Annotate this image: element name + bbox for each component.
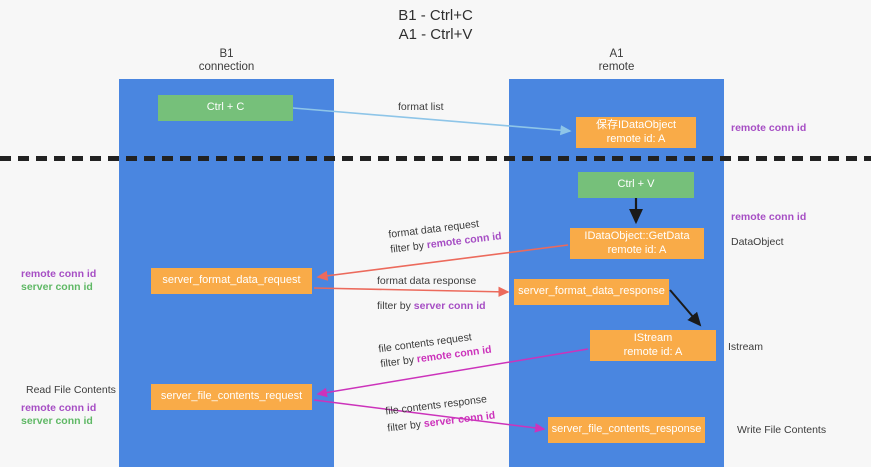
node-ctrl-c[interactable]: Ctrl + C [158,95,293,121]
label-format-list: format list [398,101,444,113]
filter-prefix: filter by [377,300,414,312]
label-remote-conn-id-top: remote conn id [731,122,807,134]
phase-divider [0,156,871,161]
label-left-server-conn-id-bottom: server conn id [21,415,93,427]
filter-key-server-conn-id: server conn id [413,300,486,312]
node-idataobject-getdata-label: IDataObject::GetData [584,230,690,242]
message-format-data-response-filter: filter by server conn id [377,299,486,313]
node-istream-sub: remote id: A [623,345,683,358]
node-ctrl-v[interactable]: Ctrl + V [578,172,694,198]
node-server-format-data-request[interactable]: server_format_data_request [151,268,312,294]
label-istream-side: Istream [728,341,764,353]
node-server-file-contents-request-label: server_file_contents_request [160,390,303,403]
lane-header-b1-name: B1 [219,48,234,60]
filter-prefix: filter by [386,418,425,435]
label-left-remote-conn-id-mid: remote conn id [21,268,97,280]
node-istream[interactable]: IStream remote id: A [590,330,716,361]
label-left-remote-conn-id-bottom: remote conn id [21,402,97,414]
title-line-2: A1 - Ctrl+V [398,26,473,43]
node-idataobject-sub: remote id: A [606,132,666,145]
node-idataobject-getdata-sub: remote id: A [607,243,667,256]
node-ctrl-v-label: Ctrl + V [617,178,655,191]
label-remote-conn-id-mid: remote conn id [731,211,807,223]
label-left-server-conn-id-mid: server conn id [21,281,93,293]
lane-header-b1-role: connection [198,61,255,73]
message-file-contents-response: file contents response filter by server … [385,392,497,436]
lane-header-a1: A1 remote [509,48,724,74]
node-server-file-contents-response-label: server_file_contents_response [551,423,702,436]
filter-prefix: filter by [389,239,428,256]
lane-header-b1: B1 connection [119,48,334,74]
page-title: B1 - Ctrl+C A1 - Ctrl+V [0,6,871,44]
message-format-data-response: format data response filter by server co… [377,274,486,313]
node-ctrl-c-label: Ctrl + C [206,101,245,114]
lane-header-a1-name: A1 [609,48,624,60]
node-istream-label: IStream [633,332,673,344]
label-write-file-contents: Write File Contents [737,424,827,436]
label-read-file-contents: Read File Contents [26,384,116,396]
message-format-data-response-title: format data response [377,275,477,287]
message-file-contents-request: file contents request filter by remote c… [378,328,493,371]
node-idataobject-label: 保存IDataObject [595,119,677,131]
message-format-data-request: format data request filter by remote con… [388,214,503,256]
node-server-file-contents-request[interactable]: server_file_contents_request [151,384,312,410]
lane-header-a1-role: remote [598,61,635,73]
filter-prefix: filter by [379,353,418,371]
node-server-format-data-response[interactable]: server_format_data_response [514,279,669,305]
node-server-file-contents-response[interactable]: server_file_contents_response [548,417,705,443]
node-idataobject-getdata[interactable]: IDataObject::GetData remote id: A [570,228,704,259]
node-server-format-data-response-label: server_format_data_response [518,285,665,298]
node-idataobject[interactable]: 保存IDataObject remote id: A [576,117,696,148]
node-server-format-data-request-label: server_format_data_request [162,274,301,287]
title-line-1: B1 - Ctrl+C [398,7,473,24]
label-dataobject: DataObject [731,236,784,248]
